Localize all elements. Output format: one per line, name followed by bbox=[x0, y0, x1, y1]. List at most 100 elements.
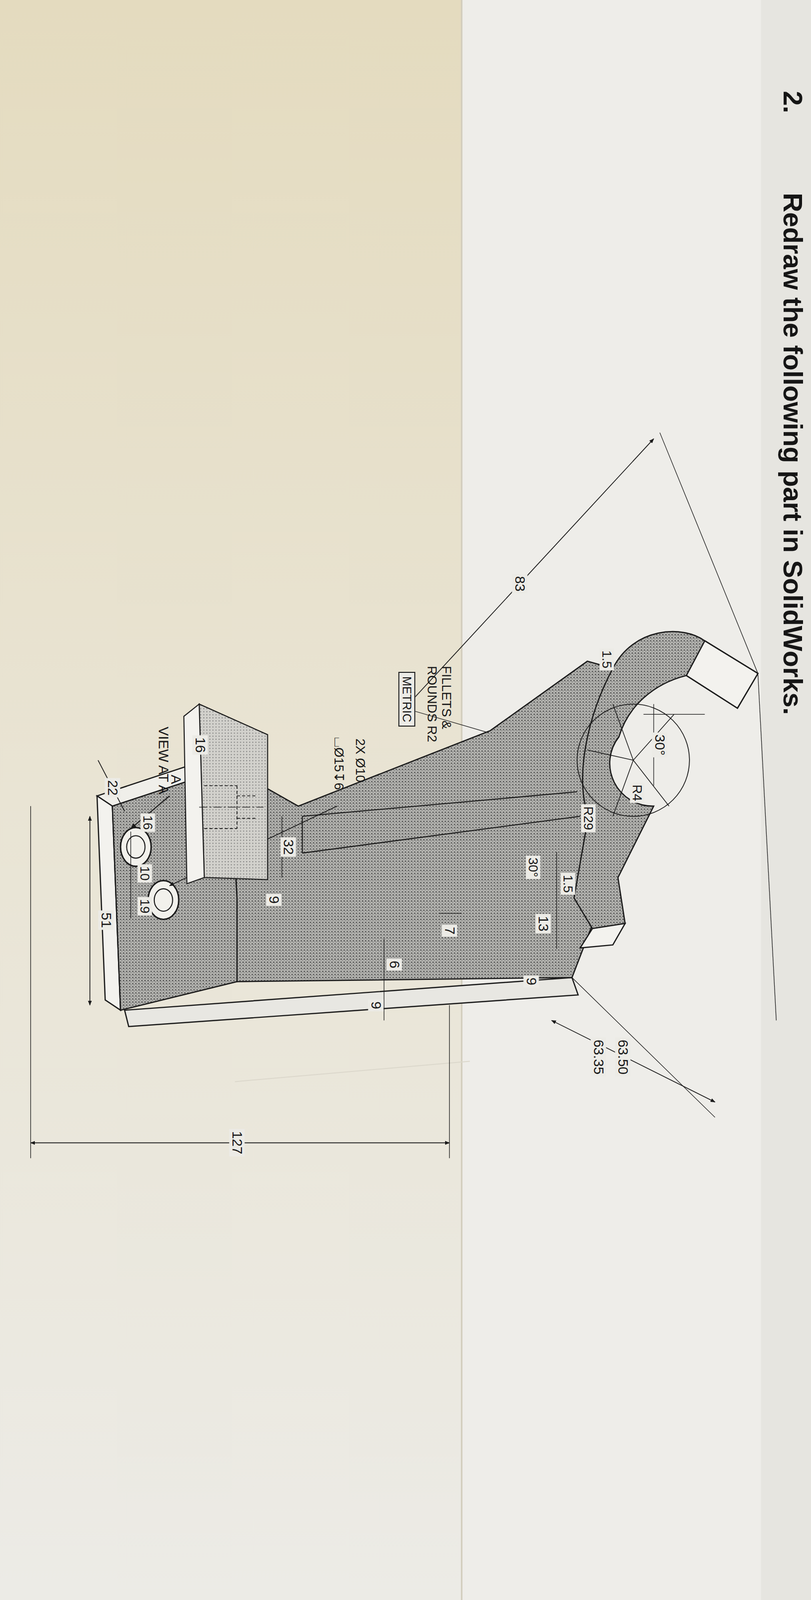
dimension-value: 9 bbox=[265, 894, 282, 907]
label-holder: 51 bbox=[98, 911, 115, 931]
radius-line bbox=[587, 750, 634, 761]
boxed-note: METRIC bbox=[397, 672, 415, 727]
dimension-value: 7 bbox=[441, 925, 458, 937]
general-note: FILLETS & ROUNDS R2 bbox=[425, 666, 454, 757]
dimension-value: 1.5 bbox=[599, 648, 614, 671]
dimension-value: 9 bbox=[523, 976, 539, 989]
dimension-value: 6 bbox=[386, 958, 403, 971]
dimension-line bbox=[98, 760, 125, 812]
arm-face bbox=[230, 661, 613, 983]
dimension-line bbox=[383, 938, 385, 1021]
dimension-value: 32 bbox=[280, 837, 296, 857]
label-holder: 16 bbox=[140, 813, 156, 832]
construction-arc bbox=[577, 704, 690, 817]
label-holder: R4 bbox=[630, 783, 645, 804]
dimension-value: 83 bbox=[512, 574, 528, 594]
item-number: 2. bbox=[777, 91, 808, 114]
extension-line bbox=[659, 432, 758, 674]
label-holder: 127 bbox=[229, 1129, 245, 1158]
label-holder: 30° bbox=[652, 732, 668, 758]
label-holder: 9 bbox=[368, 999, 384, 1012]
dimension-line bbox=[439, 913, 462, 914]
dimension-value: 19 bbox=[137, 897, 153, 916]
hidden-line bbox=[236, 795, 256, 797]
label-holder: 2X Ø10 bbox=[353, 738, 368, 783]
hidden-line bbox=[204, 785, 237, 787]
hole-callout: ⌴Ø15↧6 bbox=[332, 736, 347, 790]
hole-callout: 2X Ø10 bbox=[353, 738, 368, 783]
hidden-line bbox=[236, 786, 238, 829]
extension-line bbox=[643, 714, 705, 715]
label-holder: VIEW AT A bbox=[155, 726, 172, 795]
label-holder: 9 bbox=[523, 976, 539, 989]
units-note: METRIC bbox=[399, 676, 413, 723]
extension-line bbox=[30, 806, 31, 1159]
dimension-line bbox=[551, 1020, 715, 1103]
angle-value: 30° bbox=[526, 855, 541, 880]
dimension-value: 63.50 bbox=[615, 1038, 631, 1077]
label-holder: 1.5 bbox=[560, 873, 576, 896]
dimension-value: 10 bbox=[137, 864, 153, 884]
label-holder: R29 bbox=[580, 805, 596, 833]
dimension-line bbox=[408, 439, 654, 705]
view-caption: VIEW AT A bbox=[155, 726, 172, 795]
label-holder: 19 bbox=[137, 897, 153, 916]
view-inset-side bbox=[183, 704, 205, 885]
dimension-line bbox=[89, 816, 91, 1006]
label-holder: 32 bbox=[280, 837, 296, 857]
label-holder: 30° bbox=[526, 855, 541, 880]
label-holder: 7 bbox=[441, 925, 458, 937]
counterbored-hole bbox=[147, 880, 179, 920]
label-holder: 10 bbox=[137, 864, 153, 884]
counterbored-hole bbox=[120, 827, 152, 867]
label-holder: 2. bbox=[777, 91, 808, 114]
radius-value: R4 bbox=[630, 783, 645, 804]
web-edge bbox=[302, 792, 578, 817]
dimension-value: 13 bbox=[535, 914, 552, 934]
label-holder: 6 bbox=[386, 958, 403, 971]
label-holder: 1.5 bbox=[599, 648, 614, 671]
jaw-end-face bbox=[579, 924, 625, 949]
hook bbox=[574, 631, 758, 929]
web-edge bbox=[302, 816, 580, 854]
extension-line bbox=[449, 1005, 450, 1159]
hook-end-face bbox=[686, 641, 759, 709]
instruction-title: Redraw the following part in SolidWorks. bbox=[777, 193, 808, 716]
angle-value: 30° bbox=[652, 732, 668, 758]
label-holder: 83 bbox=[512, 574, 528, 594]
radius-value: R29 bbox=[580, 805, 596, 833]
label-holder: ⌴Ø15↧6 bbox=[332, 736, 347, 790]
title-holder: Redraw the following part in SolidWorks. bbox=[777, 193, 808, 716]
hole-bore bbox=[126, 835, 145, 859]
dimension-value: 63.35 bbox=[590, 1038, 607, 1077]
web-edge bbox=[301, 816, 303, 854]
extension-line bbox=[757, 673, 777, 1021]
dimension-value: 9 bbox=[368, 999, 384, 1012]
center-line bbox=[199, 807, 264, 808]
hidden-line bbox=[236, 818, 256, 820]
dimension-line bbox=[556, 852, 558, 950]
label-holder: 13 bbox=[535, 914, 552, 934]
dimension-line bbox=[130, 831, 131, 919]
label-holder: FILLETS & ROUNDS R2 bbox=[425, 666, 454, 757]
dimension-value: 127 bbox=[229, 1129, 245, 1158]
hole-bore bbox=[154, 889, 173, 912]
label-holder: 63.35 bbox=[590, 1038, 607, 1077]
dimension-value: 51 bbox=[98, 911, 115, 931]
label-holder: 22 bbox=[104, 778, 120, 798]
extension-line bbox=[572, 977, 715, 1118]
label-holder: 16 bbox=[192, 735, 209, 755]
view-inset-face bbox=[199, 704, 268, 881]
label-holder: 63.50 bbox=[615, 1038, 631, 1077]
hidden-line bbox=[204, 828, 237, 830]
label-holder: 9 bbox=[265, 894, 282, 907]
dimension-value: 16 bbox=[192, 735, 209, 755]
dimension-value: 1.5 bbox=[560, 873, 576, 896]
radius-line bbox=[612, 704, 634, 761]
paper-edge-strip bbox=[760, 0, 811, 1600]
dimension-value: 22 bbox=[104, 778, 120, 798]
dimension-value: 16 bbox=[140, 813, 156, 832]
